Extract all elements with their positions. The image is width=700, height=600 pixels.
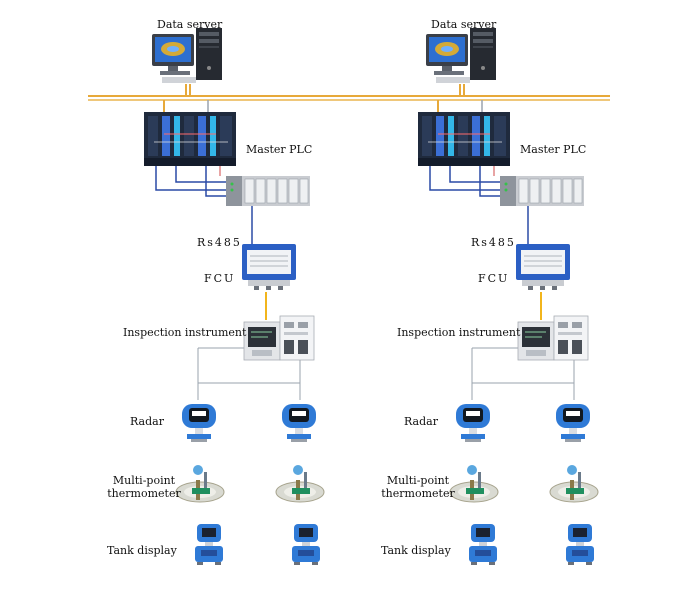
thermometer-label-line2: thermometer [107, 487, 181, 500]
radar-gauge-icon [282, 404, 316, 442]
radar-label: Radar [404, 415, 438, 428]
right-system [429, 84, 575, 400]
tank-display-icon [292, 524, 320, 565]
plc-rack-icon [417, 111, 511, 167]
data-server-label: Data server [431, 18, 497, 31]
multipoint-thermometer-label: Multi-point thermometer [378, 474, 458, 500]
thermometer-label-line2: thermometer [381, 487, 455, 500]
radar-gauge-icon [556, 404, 590, 442]
rs485-label: Rs485 [197, 236, 242, 249]
fcu-box-icon [515, 243, 571, 291]
fcu-box-icon [241, 243, 297, 291]
io-module-icon [225, 175, 311, 207]
io-module-icon [499, 175, 585, 207]
master-plc-label: Master PLC [246, 143, 313, 156]
tank-display-label: Tank display [381, 544, 451, 557]
plc-rack-icon [143, 111, 237, 167]
tank-display-icon [195, 524, 223, 565]
radar-gauge-icon [456, 404, 490, 442]
thermometer-icon [275, 464, 325, 503]
tank-display-icon [566, 524, 594, 565]
inspection-instrument-icon [243, 315, 315, 361]
rs485-label: Rs485 [471, 236, 516, 249]
inspection-instrument-icon [517, 315, 589, 361]
inspection-instrument-label: Inspection instrument [397, 326, 521, 339]
radar-gauge-icon [182, 404, 216, 442]
inspection-instrument-label: Inspection instrument [123, 326, 247, 339]
tank-display-label: Tank display [107, 544, 177, 557]
server-computer-icon [152, 28, 222, 83]
master-plc-label: Master PLC [520, 143, 587, 156]
fcu-label: FCU [204, 272, 236, 285]
fcu-label: FCU [478, 272, 510, 285]
server-computer-icon [426, 28, 496, 83]
thermometer-label-line1: Multi-point [112, 474, 176, 487]
radar-label: Radar [130, 415, 164, 428]
tank-display-icon [469, 524, 497, 565]
multipoint-thermometer-label: Multi-point thermometer [104, 474, 184, 500]
thermometer-label-line1: Multi-point [386, 474, 450, 487]
data-server-label: Data server [157, 18, 223, 31]
left-system [155, 84, 301, 400]
thermometer-icon [549, 464, 599, 503]
